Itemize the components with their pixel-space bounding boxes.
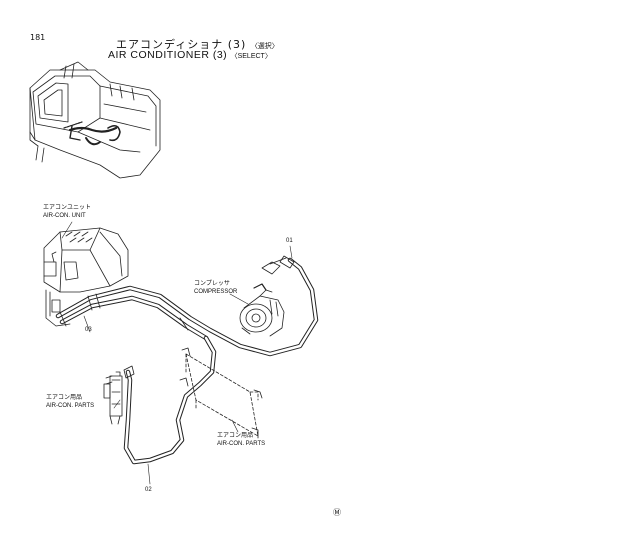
label-aircon-unit: エアコンユニット AIR-CON. UNIT [43, 205, 92, 219]
aircon-unit [43, 227, 129, 327]
receiver-drier [103, 371, 123, 425]
hose-assembly [55, 255, 319, 465]
leader-lines [61, 221, 293, 485]
label-aircon-parts-right: エアコン用品 AIR-CON. PARTS [217, 433, 266, 447]
callout-02: 02 [145, 487, 152, 493]
title-en-sub: 〈SELECT〉 [230, 53, 272, 60]
label-compressor: コンプレッサ COMPRESSOR [194, 281, 238, 295]
machine-overview [29, 61, 161, 179]
condenser-brackets [179, 347, 263, 439]
footer-mark: Ⓜ [333, 508, 341, 517]
title-english: AIR CONDITIONER (3) 〈SELECT〉 [108, 49, 272, 61]
label-aircon-parts-left: エアコン用品 AIR-CON. PARTS [46, 395, 95, 409]
title-jp-sub: 〈選択〉 [250, 42, 279, 50]
title-japanese: エアコンディショナ (3) 〈選択〉 [116, 36, 279, 52]
page-number: 181 [30, 33, 46, 42]
compressor-drawing [239, 283, 285, 337]
title-jp-main: エアコンディショナ (3) [116, 38, 247, 51]
condenser-outline [185, 353, 259, 437]
title-en-main: AIR CONDITIONER (3) [108, 49, 228, 61]
callout-03: 03 [85, 327, 92, 333]
callout-01: 01 [286, 238, 293, 244]
